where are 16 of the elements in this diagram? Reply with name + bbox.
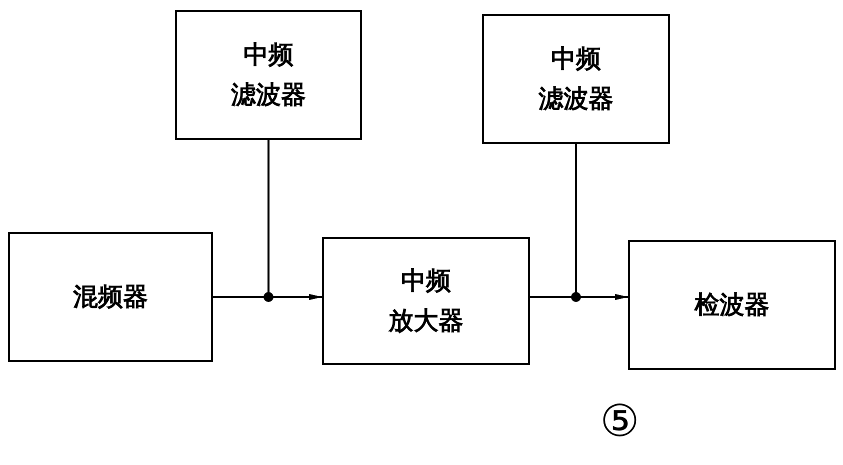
process-box [482,14,670,144]
process-box [175,10,362,140]
process-box [322,237,530,365]
box-label: 混频器 [73,281,148,313]
arrow [575,144,628,300]
box-label: 中频 [551,43,601,75]
box-label: 中频 [401,265,451,297]
box-label: 滤波器 [538,83,614,115]
box-label: 中频 [244,39,294,71]
process-box [8,232,213,362]
arrow [268,140,322,300]
figure-number: ⑤ [600,396,640,447]
box-label: 滤波器 [231,79,306,111]
box-label: 放大器 [388,305,464,337]
box-label: 检波器 [694,289,770,321]
process-box [628,240,836,370]
